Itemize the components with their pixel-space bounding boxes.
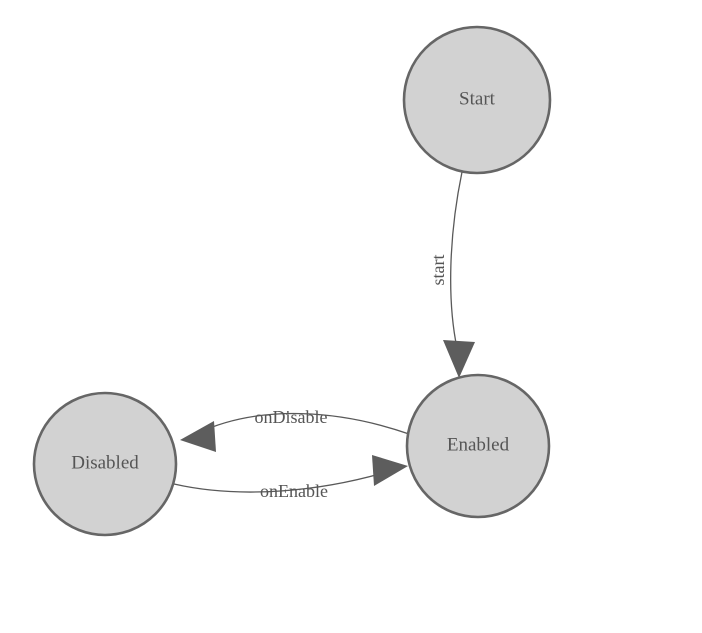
edge-disabled-to-enabled[interactable]: onEnable xyxy=(173,455,408,501)
node-start[interactable]: Start xyxy=(402,25,552,175)
edge-start-to-enabled[interactable]: start xyxy=(428,171,475,378)
edge-label-onenable: onEnable xyxy=(260,481,328,501)
edge-path-enabled-to-disabled xyxy=(197,412,410,435)
edge-label-start: start xyxy=(428,255,448,286)
edge-label-ondisable: onDisable xyxy=(255,407,328,427)
edge-path-disabled-to-enabled xyxy=(173,470,391,493)
node-circle-start xyxy=(402,25,552,175)
arrowhead-disabled-to-enabled xyxy=(372,455,408,486)
node-enabled[interactable]: Enabled xyxy=(405,373,551,519)
node-circle-disabled xyxy=(32,391,178,537)
arrowhead-start-to-enabled xyxy=(443,340,475,378)
arrowhead-enabled-to-disabled xyxy=(180,421,216,452)
edge-path-start-to-enabled xyxy=(450,171,463,349)
node-disabled[interactable]: Disabled xyxy=(32,391,178,537)
node-label-enabled: Enabled xyxy=(447,434,510,455)
edge-enabled-to-disabled[interactable]: onDisable xyxy=(180,407,410,452)
node-label-start: Start xyxy=(459,88,496,109)
node-label-disabled: Disabled xyxy=(71,452,139,473)
node-circle-enabled xyxy=(405,373,551,519)
